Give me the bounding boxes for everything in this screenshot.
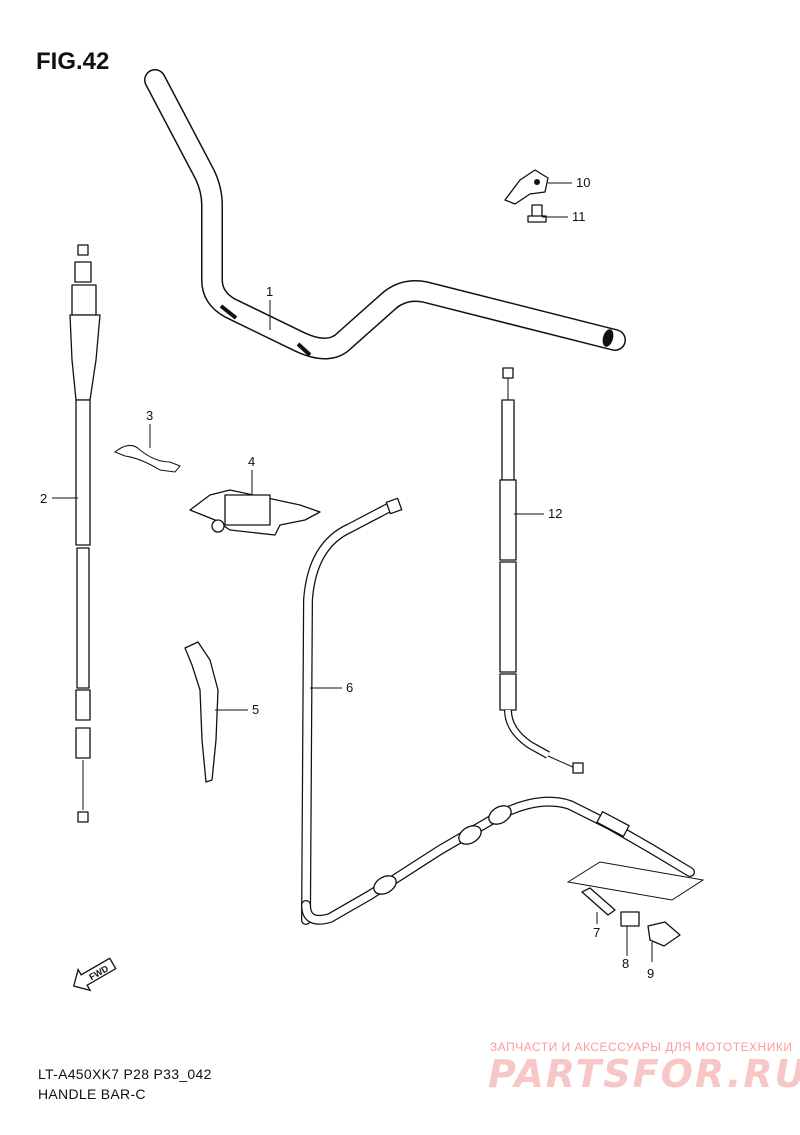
part-5-cable-tie [184, 641, 219, 783]
part-7-spring [581, 887, 616, 916]
watermark-tagline: ЗАПЧАСТИ И АКСЕССУАРЫ ДЛЯ МОТОТЕХНИКИ [490, 1040, 793, 1054]
callout-6: 6 [346, 680, 353, 695]
callout-3: 3 [146, 408, 153, 423]
callout-2: 2 [40, 491, 47, 506]
callouts: 1 2 3 4 5 6 7 8 9 10 11 12 [40, 175, 654, 981]
part-10-cable-guide [504, 169, 549, 205]
part-2-throttle-cable [69, 244, 101, 823]
part-1-handlebar [144, 69, 626, 360]
part-4-bracket [189, 489, 321, 536]
model-code: LT-A450XK7 P28 P33_042 [38, 1066, 212, 1082]
part-12-cable [499, 367, 584, 774]
callout-4: 4 [248, 454, 255, 469]
section-name: HANDLE BAR-C [38, 1086, 146, 1102]
arrow-fwd-icon: FWD [72, 957, 117, 992]
part-3-clip [114, 445, 181, 473]
callout-1: 1 [266, 284, 273, 299]
callout-8: 8 [622, 956, 629, 971]
callout-12: 12 [548, 506, 562, 521]
callout-7: 7 [593, 925, 600, 940]
part-9-pin [647, 921, 681, 947]
callout-9: 9 [647, 966, 654, 981]
part-8-adjuster [620, 911, 640, 927]
part-6-brake-cable [301, 497, 695, 925]
callout-11: 11 [572, 209, 586, 224]
part-11-bolt [527, 204, 547, 223]
callout-10: 10 [576, 175, 590, 190]
figure-title: FIG.42 [36, 48, 110, 75]
callout-5: 5 [252, 702, 259, 717]
watermark-logo: PARTSFOR.RU [488, 1052, 800, 1096]
